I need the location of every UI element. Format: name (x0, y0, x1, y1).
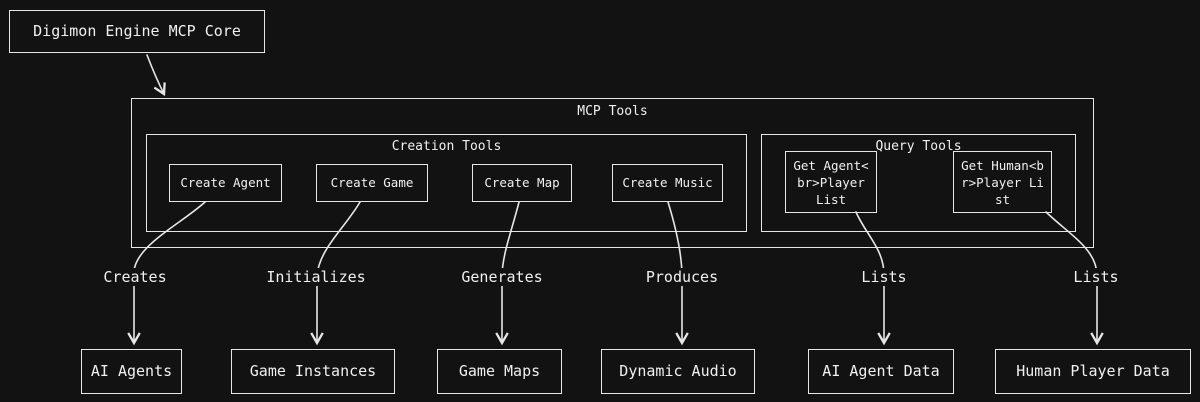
group-creation-tools-title: Creation Tools (391, 139, 502, 154)
edge-core-to-tools (146, 54, 166, 97)
node-create-agent-label: Create Agent (180, 175, 271, 190)
node-create-music: Create Music (612, 164, 723, 202)
node-create-game: Create Game (316, 164, 428, 202)
edge-label-lists-agent: Lists (859, 268, 909, 286)
node-game-instances: Game Instances (231, 349, 395, 394)
node-game-maps-label: Game Maps (458, 362, 541, 380)
edge-label-generates: Generates (459, 268, 545, 286)
node-dynamic-audio: Dynamic Audio (601, 349, 755, 394)
node-create-music-label: Create Music (622, 175, 713, 190)
node-ai-agents-label: AI Agents (90, 362, 173, 380)
edge-label-initializes: Initializes (264, 268, 368, 286)
node-create-map: Create Map (472, 164, 572, 202)
node-ai-agents: AI Agents (81, 349, 182, 394)
node-create-agent: Create Agent (169, 164, 282, 202)
node-human-player-data-label: Human Player Data (1016, 362, 1170, 380)
node-get-agent-list-label: Get Agent<br>Player List (793, 158, 869, 207)
node-human-player-data: Human Player Data (995, 349, 1191, 394)
edge-label-creates: Creates (101, 268, 169, 286)
node-dynamic-audio-label: Dynamic Audio (619, 362, 737, 380)
edge-label-lists-human: Lists (1071, 268, 1121, 286)
edge-label-produces: Produces (643, 268, 721, 286)
group-mcp-tools-title: MCP Tools (577, 104, 648, 119)
node-get-agent-list: Get Agent<br>Player List (785, 151, 877, 213)
node-get-human-list: Get Human<br>Player List (953, 151, 1052, 213)
group-creation-tools: Creation Tools (146, 134, 747, 232)
node-ai-agent-data-label: AI Agent Data (822, 362, 940, 380)
node-ai-agent-data: AI Agent Data (808, 349, 954, 394)
core-node: Digimon Engine MCP Core (9, 10, 265, 53)
node-game-instances-label: Game Instances (249, 362, 377, 380)
group-query-tools: Query Tools (761, 134, 1076, 232)
node-create-game-label: Create Game (330, 175, 414, 190)
group-mcp-tools: MCP Tools (131, 98, 1094, 248)
core-node-label: Digimon Engine MCP Core (33, 22, 241, 40)
node-get-human-list-label: Get Human<br>Player List (961, 158, 1044, 207)
node-game-maps: Game Maps (437, 349, 562, 394)
node-create-map-label: Create Map (484, 175, 560, 190)
group-query-tools-title: Query Tools (875, 139, 962, 154)
